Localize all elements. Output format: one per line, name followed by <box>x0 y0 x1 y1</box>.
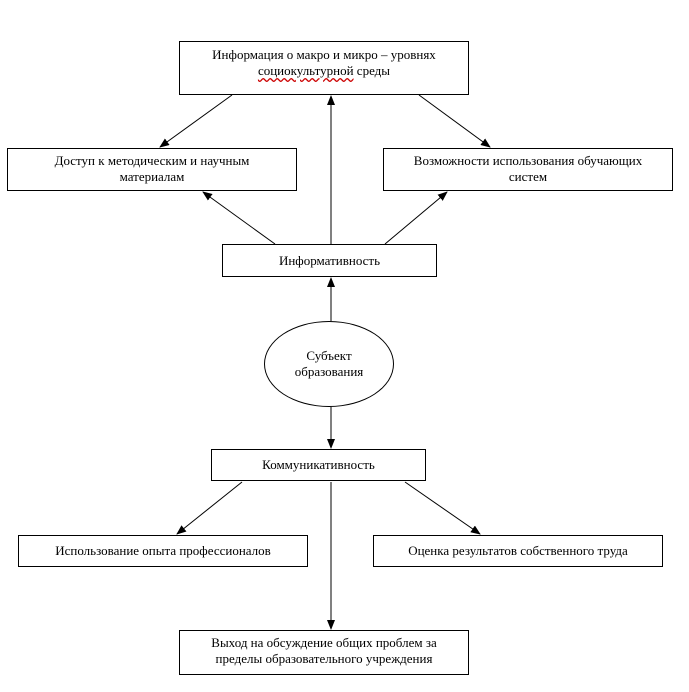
node-informativeness: Информативность <box>222 244 437 277</box>
node-informativeness-label: Информативность <box>278 252 381 268</box>
node-subject-line2: образования <box>294 364 364 379</box>
node-access-materials-line1: Доступ к методическим и научным <box>54 153 250 168</box>
node-professional-experience: Использование опыта профессионалов <box>18 535 308 567</box>
node-macro-micro-information-line2-word: социокультурной <box>257 63 354 78</box>
node-work-evaluation-label: Оценка результатов собственного труда <box>408 543 628 558</box>
node-professional-experience-label: Использование опыта профессионалов <box>55 543 271 558</box>
arrow-communicativeness-to-evaluation <box>404 481 481 535</box>
arrow-top-to-access <box>159 94 233 148</box>
node-macro-micro-information: Информация о макро и микро – уровнях соц… <box>179 41 469 95</box>
node-learning-systems: Возможности использования обучающих сист… <box>383 148 673 191</box>
node-discussion-exit-line1: Выход на обсуждение общих проблем за <box>211 635 437 650</box>
arrow-communicativeness-to-experience <box>176 481 243 535</box>
node-access-materials-line2: материалам <box>119 169 185 184</box>
node-macro-micro-information-line1: Информация о макро и микро – уровнях <box>212 47 436 62</box>
node-communicativeness-label: Коммуникативность <box>262 457 375 472</box>
node-subject-of-education: Субъект образования <box>264 321 394 407</box>
arrow-top-to-systems <box>418 94 491 148</box>
node-learning-systems-line2: систем <box>508 169 548 184</box>
arrow-informativeness-to-systems <box>384 191 448 245</box>
node-discussion-exit: Выход на обсуждение общих проблем за пре… <box>179 630 469 675</box>
node-macro-micro-information-line2-rest: среды <box>353 63 391 78</box>
node-subject-line1: Субъект <box>306 348 352 363</box>
node-learning-systems-line1: Возможности использования обучающих <box>413 153 643 168</box>
node-discussion-exit-line2: пределы образовательного учреждения <box>215 651 433 666</box>
node-work-evaluation: Оценка результатов собственного труда <box>373 535 663 567</box>
arrow-informativeness-to-access <box>202 191 276 245</box>
node-access-materials: Доступ к методическим и научным материал… <box>7 148 297 191</box>
node-communicativeness: Коммуникативность <box>211 449 426 481</box>
